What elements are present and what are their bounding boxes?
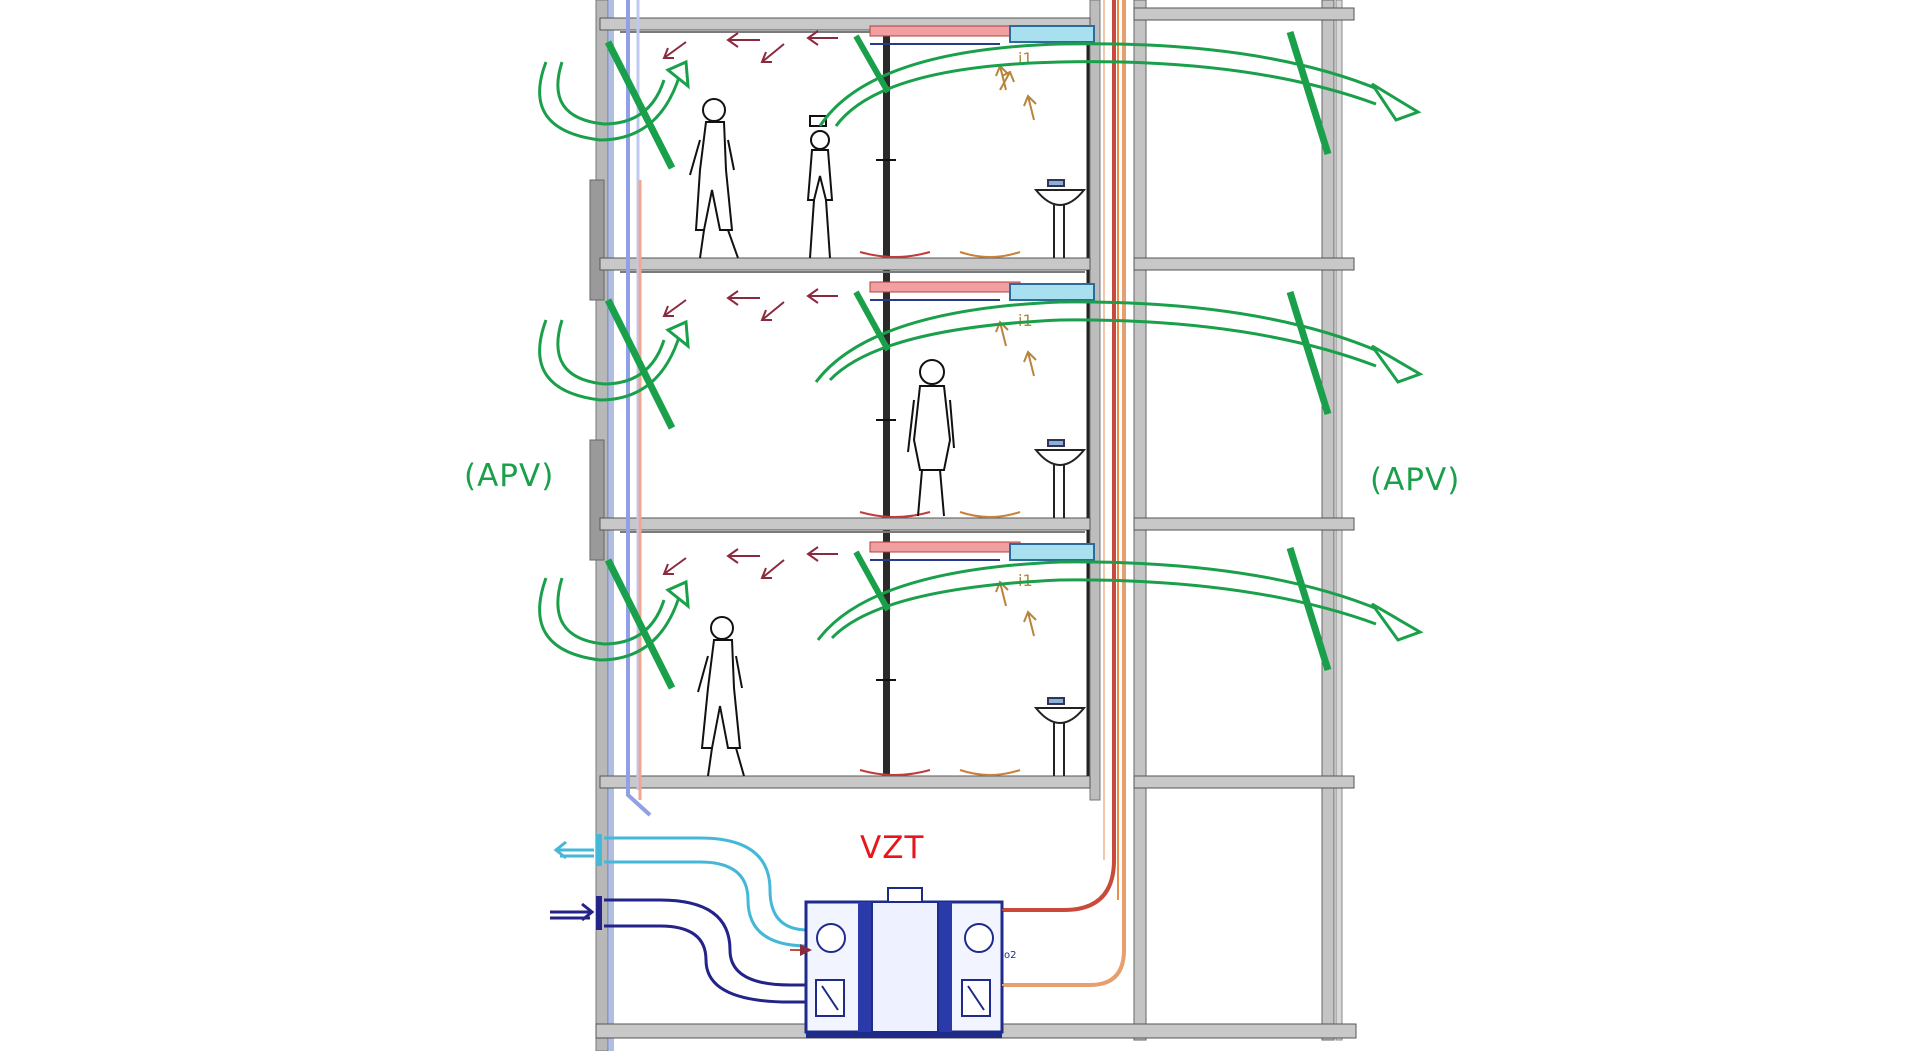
sink-floor-2 <box>1033 439 1087 518</box>
inlet-markers: i1 i1 i1 <box>1018 49 1033 590</box>
intake-arrow <box>550 902 595 922</box>
inlet-marker-floor-2: i1 <box>1018 311 1033 330</box>
left-inflow-arrow-floor-3 <box>538 577 682 662</box>
floor-slab-1 <box>599 257 1091 271</box>
supply-air-arrows <box>995 64 1037 637</box>
floor-return-arcs <box>859 251 1021 776</box>
sinks <box>1033 179 1087 776</box>
fan-left-icon <box>816 923 846 953</box>
left-window-flap-floor-2 <box>604 298 676 430</box>
floor-slab-3 <box>599 775 1091 789</box>
outlet-marker-vzt: o2 <box>1004 950 1016 961</box>
sink-floor-1 <box>1033 179 1087 258</box>
inlet-marker-floor-3: i1 <box>1018 571 1033 590</box>
discharge-air-duct <box>604 836 809 932</box>
person-man-floor-2 <box>907 359 955 517</box>
ceiling-duct-floor-3 <box>869 541 1095 561</box>
left-window-flap-floor-3 <box>604 558 676 690</box>
vzt-air-handling-unit <box>550 834 1016 1038</box>
left-window-flap-floor-1 <box>604 40 676 170</box>
ceiling-duct-floor-2 <box>869 281 1095 301</box>
right-window-flap-floor-1 <box>1286 30 1332 156</box>
sink-floor-3 <box>1033 697 1087 776</box>
apv-label-right: (APV) <box>1370 462 1461 498</box>
person-woman-floor-1 <box>689 98 739 259</box>
supply-riser <box>1000 0 1126 987</box>
exhaust-riser <box>1000 0 1116 912</box>
left-inflow-arrow-floor-2 <box>538 319 682 402</box>
discharge-arrow <box>553 840 594 860</box>
fan-right-icon <box>964 923 994 953</box>
vzt-label: VZT <box>860 830 925 866</box>
occupants <box>689 98 955 777</box>
duct-risers <box>626 0 1126 987</box>
ceiling-duct-floor-1 <box>869 25 1095 45</box>
left-inflow-arrow-floor-1 <box>538 61 682 142</box>
apv-label-left: (APV) <box>464 458 555 494</box>
right-window-flap-floor-3 <box>1286 546 1332 672</box>
natural-ventilation-flows <box>538 30 1424 690</box>
riser-shaft-wall <box>1089 0 1101 801</box>
right-window-flap-floor-2 <box>1286 290 1332 416</box>
person-child-floor-1 <box>806 115 834 259</box>
central-column <box>883 28 890 780</box>
floor-slab-2 <box>599 517 1091 531</box>
outdoor-air-intake-duct <box>604 898 806 987</box>
exhaust-air-arrows <box>662 30 838 579</box>
building-structure <box>589 0 1357 1051</box>
person-woman-floor-3 <box>697 616 745 777</box>
